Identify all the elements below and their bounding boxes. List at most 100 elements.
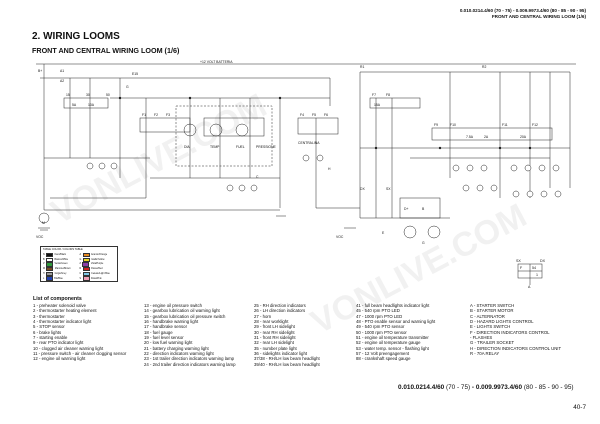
component-item: 2 - thermostarter heating element <box>33 308 97 314</box>
component-item: 52 - engine oil temperature gauge <box>356 340 421 346</box>
component-item: C - ALTERNATOR <box>470 313 505 319</box>
component-item: 35 - number plate light <box>254 345 297 351</box>
code-main-sub: (70 - 75) <box>445 384 471 391</box>
component-item: 23 - 1st trailer direction indicators wa… <box>144 356 235 362</box>
diagram-label: 10A <box>88 103 95 107</box>
component-item: 41 - full beam headlights indicator ligh… <box>356 303 430 308</box>
legend-code: C <box>79 272 82 275</box>
diagram-label: F12 <box>532 123 538 127</box>
diagram-label: PRESSIONE <box>256 145 277 149</box>
legend-code: S <box>79 277 82 280</box>
legend-code: Z <box>79 263 81 266</box>
diagram-label: R1 <box>360 65 364 69</box>
component-item: 50 - 1000 rpm PTO sensor <box>356 329 407 335</box>
diagram-label: M <box>42 221 45 225</box>
component-item: 36 - sidelights indicator light <box>254 351 308 357</box>
diagram-label: H <box>328 167 331 171</box>
diagram-label: C <box>256 175 259 179</box>
diagram-label: F11 <box>502 123 508 127</box>
diagram-label: F4 <box>300 113 304 117</box>
color-swatch <box>82 253 90 258</box>
diagram-label: VOC <box>336 235 344 239</box>
component-item: G - TRAILER SOCKET <box>470 340 515 346</box>
component-item: 25 - RH direction indicators <box>254 303 306 308</box>
ref-label: 54 <box>532 266 536 270</box>
component-item: D - HAZARD LIGHTS CONTROL <box>470 319 534 325</box>
diagram-label: 7.5A <box>466 135 474 139</box>
color-swatch <box>46 257 54 262</box>
diagram-label: R2 <box>482 65 486 69</box>
diagram-label: CENTRALINA <box>298 141 320 145</box>
legend-item: G Giallo/Yellow <box>79 257 114 262</box>
battery-label: +12 VOLT BATTERIA <box>200 60 233 64</box>
component-item: 7 - starting enable <box>33 335 68 341</box>
legend-name: Marrone/Brown <box>54 268 71 271</box>
section-title: 2. WIRING LOOMS <box>32 31 120 42</box>
component-item: 24 - 2nd trailer direction indicators wa… <box>144 361 236 367</box>
legend-name: Blu/Blue <box>54 277 63 280</box>
legend-code: R <box>79 268 82 271</box>
color-swatch <box>82 271 90 276</box>
ref-label: F <box>520 266 523 270</box>
legend-title: TABLE COLOR / COLORS TABLE <box>43 248 83 251</box>
component-item: 26 - LH direction indicators <box>254 308 306 314</box>
header-subtitle: FRONT AND CENTRAL WIRING LOOM (1/6) <box>491 14 586 19</box>
diagram-label: VOC <box>36 235 44 239</box>
legend-code: G <box>79 258 82 261</box>
diagram-label: B+ <box>38 69 42 73</box>
code-alt: 0.009.9973.4/60 <box>475 384 523 391</box>
component-item: 3 - thermostarter <box>33 313 65 319</box>
component-item: 37/38 - RH/LH low beam headlight <box>254 356 320 362</box>
component-item: 30 - rear RH sidelight <box>254 329 295 335</box>
legend-name: Giallo/Yellow <box>91 258 105 261</box>
component-item: 29 - front LH sidelight <box>254 324 295 330</box>
code-alt-sub: (80 - 85 - 90 - 95) <box>523 384 574 391</box>
color-swatch <box>82 262 90 267</box>
diagram-label: B <box>422 207 425 211</box>
legend-code: V <box>43 263 45 266</box>
diagram-label: DIA <box>184 145 190 149</box>
component-item: 20 - low fuel warning light <box>144 340 193 346</box>
legend-item: R Rosso/Red <box>79 267 114 272</box>
diagram-label: 50 <box>106 93 110 97</box>
component-item: 39/40 - RH/LH low beam headlight <box>254 361 320 367</box>
diagram-label: F3 <box>166 113 170 117</box>
component-item: 10 - clogged air cleaner warning light <box>33 345 104 351</box>
page-subtitle: FRONT AND CENTRAL WIRING LOOM (1/6) <box>32 46 180 55</box>
legend-name: Bianco/White <box>54 258 69 261</box>
component-item: 48 - PTO enable sensor and warning light <box>356 319 436 325</box>
components-title: List of components <box>33 296 82 302</box>
component-item: 15 - gearbox lubrication oil pressure sw… <box>144 313 226 319</box>
code-main: 0.010.0214.4/60 <box>398 384 445 391</box>
diagram-label: E <box>382 231 385 235</box>
legend-item: Z Viola/Purple <box>79 262 114 267</box>
page-number: 40-7 <box>573 404 586 411</box>
legend-name: Rosso/Red <box>91 268 103 271</box>
diagram-label: D+ <box>404 207 408 211</box>
component-item: 5 - STOP sensor <box>33 324 65 330</box>
component-item: 51 - engine oil temperature transmitter <box>356 335 429 341</box>
diagram-label: SX <box>386 187 391 191</box>
code-separator: - <box>470 384 476 391</box>
diagram-label: G <box>422 241 425 245</box>
diagram-label: TEMP <box>210 145 220 149</box>
legend-name: Viola/Purple <box>90 263 104 266</box>
color-swatch <box>46 253 54 258</box>
legend-code: N <box>43 254 45 257</box>
legend-code: A <box>79 254 82 257</box>
running-header: 0.010.0214.4/60 (70 - 75) - 0.009.9973.4… <box>460 8 586 20</box>
legend-code: H <box>43 272 45 275</box>
diagram-label: F8 <box>386 93 390 97</box>
color-swatch <box>46 262 54 267</box>
component-item: 16 - handbrake warning light <box>144 319 199 325</box>
